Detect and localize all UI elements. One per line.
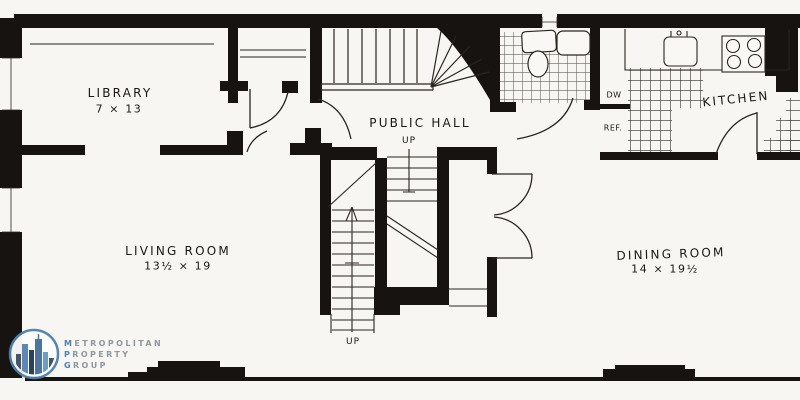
logo-wordmark: METROPOLITAN PROPERTY GROUP	[64, 338, 163, 371]
logo-line-1: METROPOLITAN	[64, 339, 164, 348]
kitchen-door-arc	[715, 112, 758, 155]
refrigerator-label: REF.	[603, 123, 623, 133]
dining-room-dims: 14 × 19½	[631, 262, 699, 276]
metropolitan-logo-icon	[8, 328, 60, 380]
toilet-icon	[527, 50, 549, 78]
counter-outline	[624, 29, 790, 71]
rear-tile-area	[764, 138, 800, 154]
library-label: LIBRARY	[87, 86, 153, 100]
dining-double-door-top	[492, 173, 533, 216]
bathtub-icon	[556, 30, 591, 56]
metropolitan-property-group-logo: METROPOLITAN PROPERTY GROUP	[6, 326, 176, 388]
living-room-label: LIVING ROOM	[125, 244, 231, 258]
living-room-door-arc	[246, 130, 268, 153]
doors	[246, 89, 758, 259]
room-bathroom	[500, 28, 597, 108]
stove-icon	[721, 35, 766, 73]
bathroom-door-arc	[516, 97, 574, 140]
stair-direction-arrow	[345, 206, 359, 332]
kitchen-tile-floor	[628, 108, 672, 153]
public-hall-label: PUBLIC HALL	[369, 116, 471, 130]
room-kitchen	[600, 28, 800, 152]
window-and-shelf-lines	[2, 17, 558, 307]
dishwasher-label: DW	[606, 90, 622, 100]
up-label-living: UP	[345, 337, 361, 347]
center-left-stair	[327, 162, 377, 333]
library-dims: 7 × 13	[95, 102, 143, 116]
kitchen-sink-icon	[663, 36, 698, 67]
up-label-hall: UP	[401, 136, 417, 146]
living-room-dims: 13½ × 19	[144, 259, 212, 273]
bathroom-fixtures	[521, 29, 591, 78]
library-door-arc	[249, 89, 289, 129]
kitchen-tile-floor	[628, 68, 703, 108]
center-right-stair	[386, 149, 439, 259]
kitchen-fixtures	[624, 29, 790, 73]
main-stair-up	[320, 29, 490, 91]
walls	[0, 14, 800, 381]
hall-door-arc	[317, 98, 352, 140]
logo-line-2: PROPERTY	[64, 350, 131, 359]
dining-double-door-bottom	[492, 216, 533, 259]
stair-direction-arrow	[403, 149, 415, 193]
logo-line-3: GROUP	[64, 361, 108, 370]
faucet-icon	[670, 31, 688, 37]
